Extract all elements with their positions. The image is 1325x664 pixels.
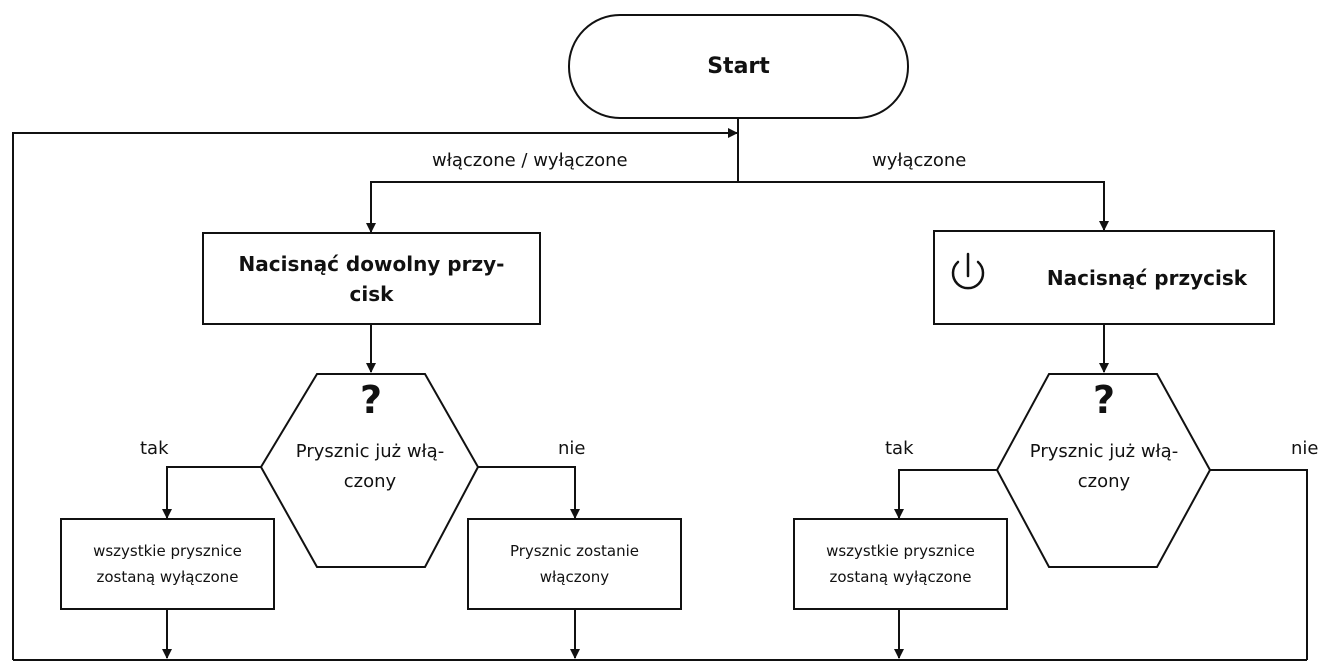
- branch-left-line: [366, 181, 738, 233]
- right-no-line: [1210, 469, 1308, 660]
- left-yes-result: wszystkie prysznice zostaną wyłączone: [93, 542, 242, 586]
- left-yes-line: [162, 466, 261, 519]
- left-yes-box: [60, 518, 275, 610]
- left-action-text: Nacisnąć dowolny przy- cisk: [238, 251, 505, 306]
- power-icon: [951, 252, 985, 290]
- loop-back-line: [12, 128, 738, 660]
- right-yes-label: tak: [885, 438, 914, 459]
- left-no-result: Prysznic zostanie włączony: [509, 542, 640, 586]
- right-yes-result: wszystkie prysznice zostaną wyłączone: [826, 542, 975, 586]
- right-decision-mark: ?: [1092, 378, 1116, 422]
- right-yes-box: [793, 518, 1008, 610]
- left-branch-label: włączone / wyłączone: [432, 150, 628, 171]
- left-decision-mark: ?: [359, 378, 383, 422]
- right-yes-line: [894, 469, 997, 519]
- right-action-text: Nacisnąć przycisk: [1046, 265, 1248, 290]
- left-no-label: nie: [558, 438, 586, 459]
- left-no-line: [478, 466, 580, 519]
- right-no-label: nie: [1291, 438, 1319, 459]
- left-decision-text: Prysznic już włą- czony: [295, 441, 445, 492]
- right-action-box: [933, 230, 1275, 325]
- branch-right-line: [738, 181, 1109, 231]
- right-branch-label: wyłączone: [872, 150, 967, 171]
- left-yes-label: tak: [140, 438, 169, 459]
- right-decision-text: Prysznic już włą- czony: [1029, 441, 1179, 492]
- start-label: Start: [707, 53, 770, 79]
- left-no-box: [467, 518, 682, 610]
